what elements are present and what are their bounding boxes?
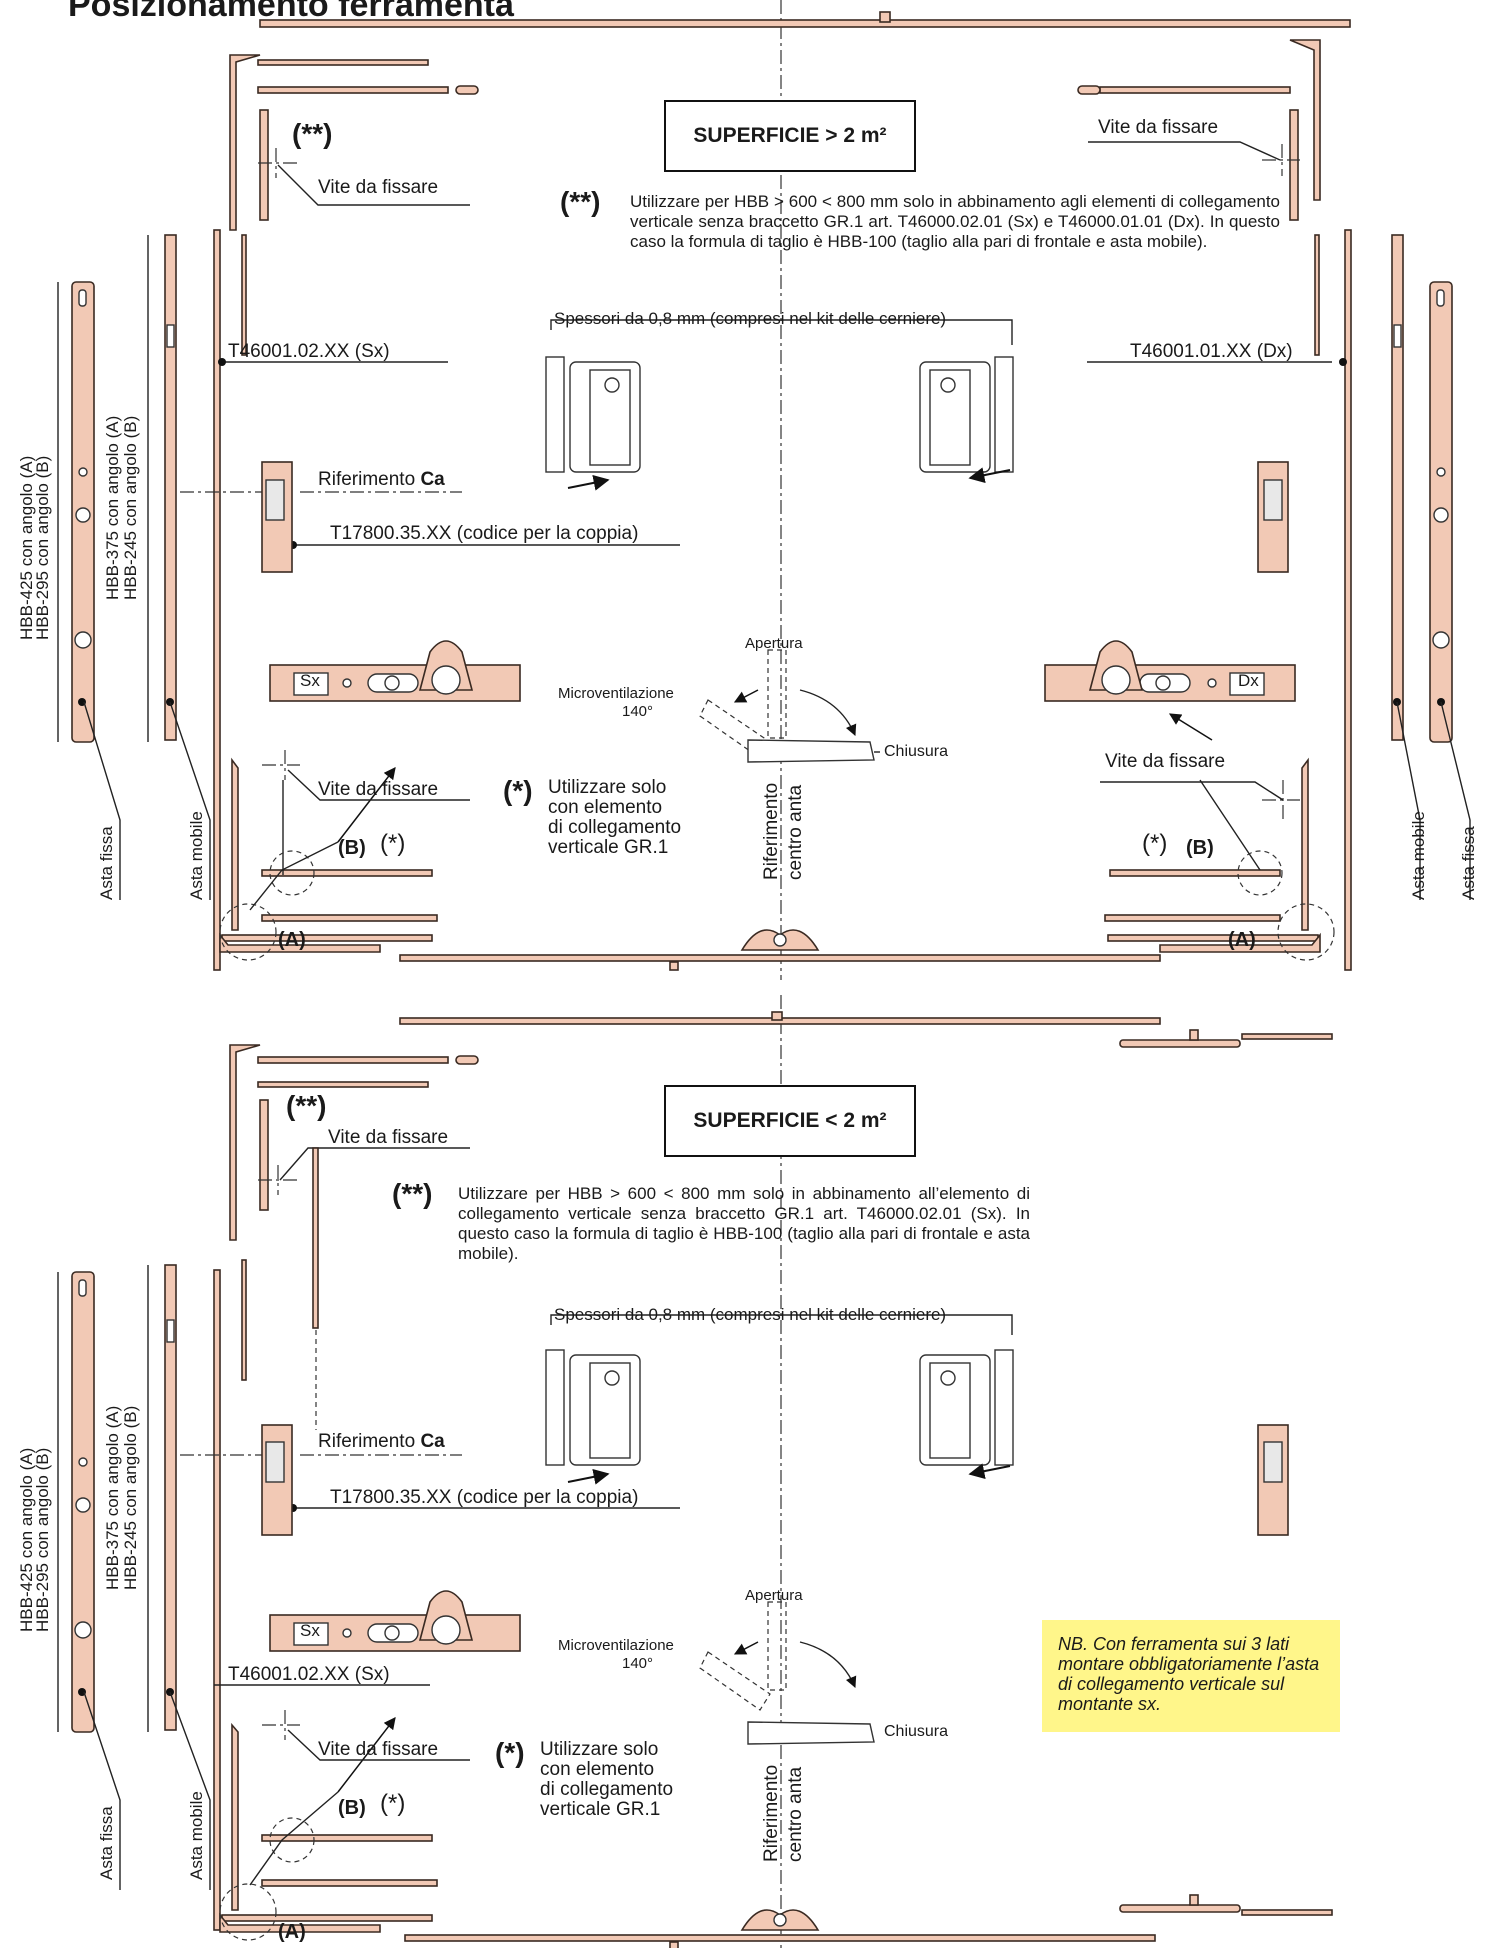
dim-mobile-b: HBB-245 con angolo (B) [121,415,140,600]
center-ref-2: centro anta [785,784,806,880]
screw-label: Vite da fissare [1098,117,1219,138]
label-b-right: (B) [1186,837,1214,859]
handle-mechanism-sx-2 [269,1590,521,1652]
center-ref-2-2: centro anta [785,1766,806,1862]
screw-label: Vite da fissare [318,177,439,198]
star-symbol-2: (*) [495,1737,525,1768]
double-star-symbol-note: (**) [560,186,601,217]
center-ref-1: Riferimento [761,782,782,880]
screw-label: Vite da fissare [328,1127,449,1148]
hinge-right-bottom [919,1349,1014,1480]
label-star-right: (*) [1142,830,1168,857]
top-rail [259,19,1351,28]
label-star-2: (*) [380,1790,406,1817]
handle-mechanism-sx [269,640,521,702]
label-a-2: (A) [278,1921,306,1943]
label-sx: Sx [300,671,320,690]
star-note-2: Utilizzare solo con elemento di collegam… [540,1739,674,1820]
surface-label-bottom: SUPERFICIE < 2 m² [664,1085,916,1157]
dim-mobile-a-2: HBB-375 con angolo (A) [103,1405,122,1590]
center-ref-1-2: Riferimento [761,1764,782,1862]
bottom-rail [399,954,1161,962]
code-right: T46001.01.XX (Dx) [1130,341,1293,362]
star-symbol: (*) [503,775,533,806]
asta-mobile-label-2: Asta mobile [187,1791,206,1880]
microvent-label: Microventilazione [558,685,674,702]
bottom-section [57,995,1333,1948]
microvent-label-2: Microventilazione [558,1637,674,1654]
page-title: Posizionamento ferramenta [68,0,514,24]
label-b-2: (B) [338,1797,366,1819]
label-a: (A) [278,929,306,951]
asta-fissa-label: Asta fissa [97,826,116,900]
dim-fixed-b: HBB-295 con angolo (B) [33,455,52,640]
screw-label: Vite da fissare [1105,751,1226,772]
opening-label: Apertura [745,635,803,652]
asta-mobile-label-right: Asta mobile [1409,811,1428,900]
label-star: (*) [380,830,406,857]
hinge-left-bottom [545,1349,641,1485]
code-left-2: T46001.02.XX (Sx) [228,1664,390,1685]
closing-label-2: Chiusura [884,1723,949,1740]
double-star-note-2: Utilizzare per HBB > 600 < 800 mm solo i… [458,1184,1030,1263]
dim-fixed-b-2: HBB-295 con angolo (B) [33,1447,52,1632]
double-star-symbol-2: (**) [286,1090,327,1121]
pair-code-2: T17800.35.XX (codice per la coppia) [330,1487,639,1508]
nb-note: NB. Con ferramenta sui 3 lati montare ob… [1042,1620,1340,1732]
star-note: Utilizzare solo con elemento di collegam… [548,777,682,858]
asta-mobile-label: Asta mobile [187,811,206,900]
asta-mobile-left-2 [164,1264,177,1731]
dim-mobile-a: HBB-375 con angolo (A) [103,415,122,600]
pair-code: T17800.35.XX (codice per la coppia) [330,523,639,544]
asta-fissa-label-right: Asta fissa [1459,826,1478,900]
screw-label: Vite da fissare [318,1739,439,1760]
double-star-note: Utilizzare per HBB > 600 < 800 mm solo i… [630,192,1280,251]
bottom-rail-2 [404,1934,1156,1942]
asta-mobile-right [1391,234,1404,741]
screw-label: Vite da fissare [318,779,439,800]
label-b: (B) [338,837,366,859]
label-dx: Dx [1238,671,1259,690]
asta-mobile-left [164,234,177,741]
ref-ca-label: Riferimento Ca [318,469,445,490]
microvent-deg-2: 140° [622,1655,654,1672]
closing-label: Chiusura [884,743,949,760]
surface-label-top: SUPERFICIE > 2 m² [664,100,916,172]
asta-fissa-label-2: Asta fissa [97,1806,116,1880]
shims-label-2: Spessori da 0,8 mm (compresi nel kit del… [554,1305,947,1324]
code-left: T46001.02.XX (Sx) [228,341,390,362]
label-sx-2: Sx [300,1621,320,1640]
hinge-left-top [545,356,641,491]
ref-ca-label-2: Riferimento Ca [318,1431,445,1452]
double-star-symbol: (**) [292,118,333,149]
top-section [57,0,1471,980]
dim-mobile-b-2: HBB-245 con angolo (B) [121,1405,140,1590]
hinge-right-top [919,356,1014,484]
handle-mechanism-dx [1044,640,1296,702]
shims-label: Spessori da 0,8 mm (compresi nel kit del… [554,309,947,328]
double-star-symbol-note-2: (**) [392,1178,433,1209]
microvent-deg: 140° [622,703,654,720]
label-a-right: (A) [1228,929,1256,951]
opening-label-2: Apertura [745,1587,803,1604]
